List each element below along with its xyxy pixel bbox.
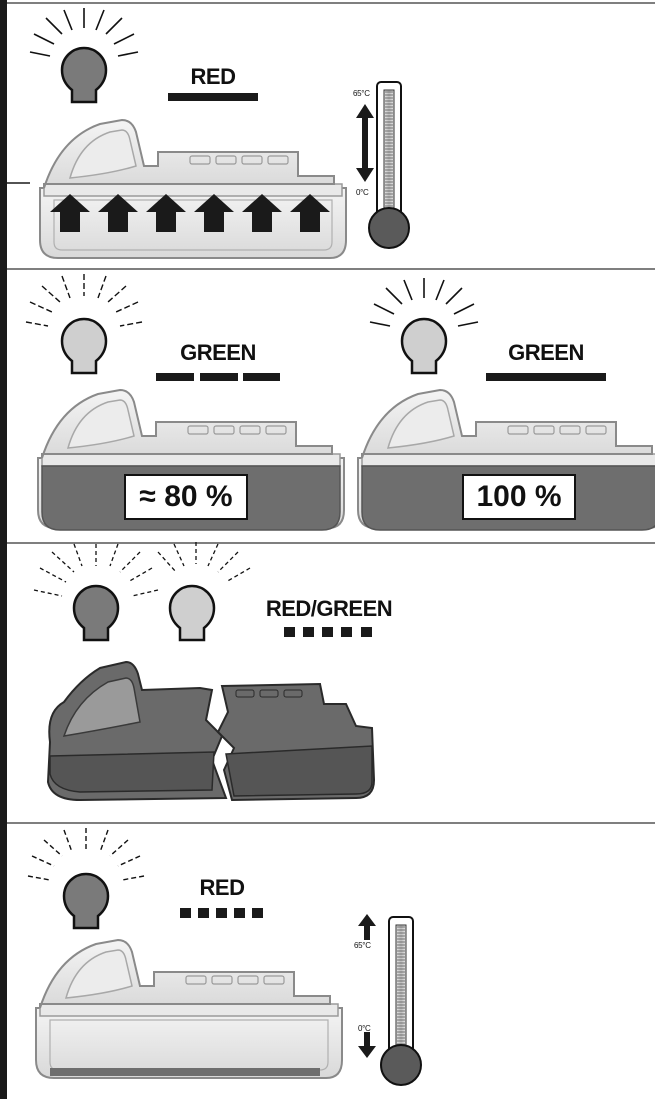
charge-level-label: 100 % bbox=[462, 474, 576, 520]
panel-3-red-green-fast-flash bbox=[33, 542, 376, 802]
thermometer-icon bbox=[368, 81, 410, 249]
led-color-label: GREEN bbox=[180, 340, 256, 365]
led-color-label: GREEN bbox=[508, 340, 584, 365]
led-rays-flash-icon bbox=[27, 828, 145, 881]
signal-solid-bar bbox=[486, 373, 606, 381]
thermometer-top-label: 65°C bbox=[353, 89, 370, 98]
signal-fast-flash-squares bbox=[284, 627, 372, 637]
signal-solid-bar bbox=[168, 93, 258, 101]
arrow-down-icon bbox=[358, 1032, 376, 1058]
heat-arrows-icon bbox=[50, 194, 330, 232]
led-red-icon bbox=[60, 46, 108, 104]
left-border-bar bbox=[0, 0, 7, 1099]
thermometer-bottom-label: 0°C bbox=[356, 188, 369, 197]
thermometer-bottom-label: 0°C bbox=[358, 1024, 371, 1033]
arrow-up-icon bbox=[358, 914, 376, 940]
led-rays-flash-icon bbox=[33, 542, 251, 597]
led-rays-flash-icon bbox=[25, 274, 143, 327]
led-color-label: RED/GREEN bbox=[265, 596, 393, 621]
led-red-icon bbox=[72, 584, 120, 642]
battery-pack-icon bbox=[35, 939, 343, 1079]
range-arrow-icon bbox=[356, 104, 374, 182]
battery-charge-fill bbox=[50, 1068, 320, 1076]
led-rays-solid-icon bbox=[29, 8, 139, 57]
thermometer-icon bbox=[380, 916, 422, 1086]
led-green-icon bbox=[168, 584, 216, 642]
signal-slow-flash-bars bbox=[156, 373, 280, 381]
led-color-label: RED bbox=[190, 64, 236, 89]
led-green-icon bbox=[60, 317, 108, 375]
panel-4-red-fast-flash bbox=[27, 828, 422, 1086]
battery-pack-icon bbox=[39, 119, 347, 259]
broken-battery-icon bbox=[46, 660, 376, 802]
charge-level-label: ≈ 80 % bbox=[124, 474, 248, 520]
led-green-icon bbox=[400, 317, 448, 375]
led-red-icon bbox=[62, 872, 110, 930]
signal-fast-flash-squares bbox=[180, 908, 263, 918]
panel-1-red-solid bbox=[29, 8, 410, 259]
led-color-label: RED bbox=[199, 875, 245, 900]
thermometer-top-label: 65°C bbox=[354, 941, 371, 950]
led-rays-solid-icon bbox=[369, 278, 479, 327]
